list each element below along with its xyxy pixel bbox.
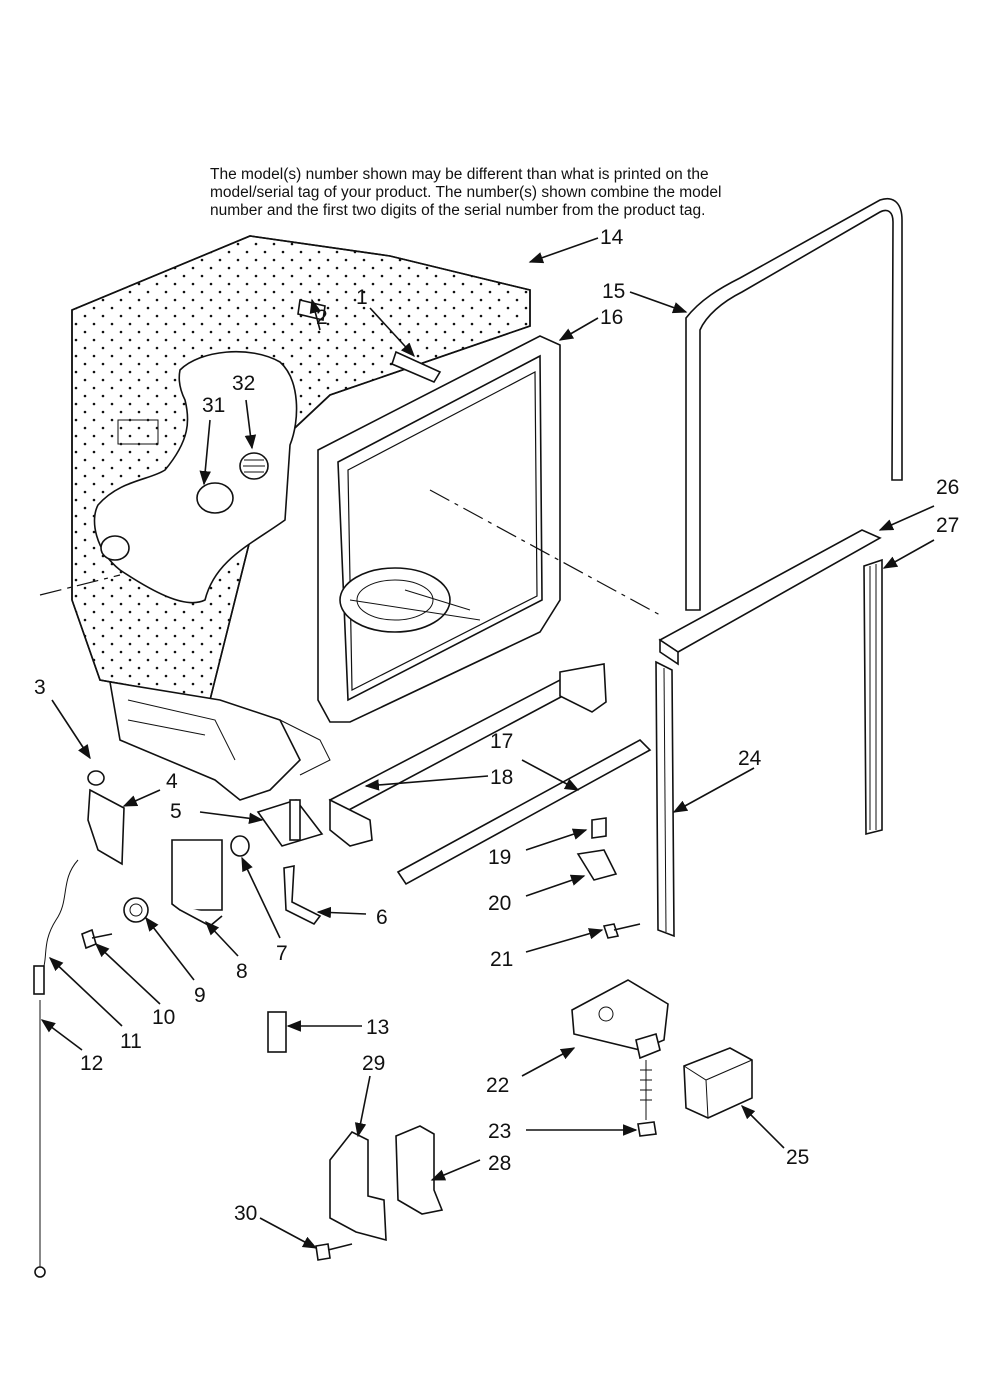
- part-7-nut: [230, 835, 250, 857]
- part-17-strip: [396, 739, 652, 886]
- callout-27: 27: [936, 514, 959, 537]
- callout-23: 23: [488, 1120, 511, 1143]
- callout-14: 14: [600, 226, 624, 249]
- part-28-bracket: [395, 1125, 444, 1215]
- callout-5: 5: [170, 800, 182, 823]
- callout-12: 12: [80, 1052, 103, 1075]
- part-30-screw: [315, 1243, 353, 1261]
- callout-15: 15: [602, 280, 625, 303]
- part-4-bracket: [87, 788, 125, 866]
- part-21-screw: [602, 923, 641, 939]
- part-8-plate: [171, 839, 223, 911]
- callout-4: 4: [166, 770, 178, 793]
- callout-32: 32: [232, 372, 255, 395]
- notice-line-1: The model(s) number shown may be differe…: [210, 166, 709, 183]
- callout-9: 9: [194, 984, 206, 1007]
- callout-3: 3: [34, 676, 46, 699]
- part-13-pad: [267, 1011, 287, 1053]
- callout-28: 28: [488, 1152, 511, 1175]
- callout-leaders: [40, 237, 935, 1249]
- model-number-notice: The model(s) number shown may be differe…: [210, 166, 810, 220]
- callout-13: 13: [366, 1016, 389, 1039]
- callout-6: 6: [376, 906, 388, 929]
- part-23-screw: [640, 1060, 652, 1120]
- callout-19: 19: [488, 846, 511, 869]
- callout-22: 22: [486, 1074, 509, 1097]
- part-20-clip: [576, 849, 618, 881]
- tub-assembly: [39, 235, 661, 801]
- notice-line-2: model/serial tag of your product. The nu…: [210, 184, 722, 201]
- callout-17: 17: [490, 730, 513, 753]
- callout-29: 29: [362, 1052, 385, 1075]
- part-6-clip: [283, 865, 322, 926]
- callout-8: 8: [236, 960, 248, 983]
- part-22-bracket: [571, 979, 669, 1051]
- callout-30: 30: [234, 1202, 257, 1225]
- door-gasket-part-15: [685, 198, 903, 611]
- callout-26: 26: [936, 476, 959, 499]
- notice-line-3: number and the first two digits of the s…: [210, 202, 706, 219]
- callout-18: 18: [490, 766, 513, 789]
- part-25-cover: [683, 1047, 753, 1119]
- part-12-connector: [33, 965, 45, 995]
- part-19-cap: [591, 817, 607, 839]
- callout-11: 11: [120, 1030, 142, 1053]
- callout-21: 21: [490, 948, 513, 971]
- part-27-strip: [863, 558, 883, 836]
- part-9-foot: [123, 897, 149, 923]
- callout-numbers: 1 2 3 4 5 6 7 8 9 10 11 12 13 14 15 16 1…: [34, 226, 959, 1225]
- part-31-plug-shape: [196, 482, 234, 514]
- callout-25: 25: [786, 1146, 809, 1169]
- part-3-plug: [87, 770, 105, 786]
- callout-10: 10: [152, 1006, 175, 1029]
- callout-31: 31: [202, 394, 225, 417]
- callout-2: 2: [316, 306, 328, 329]
- part-29-bracket: [329, 1130, 387, 1242]
- callout-7: 7: [276, 942, 288, 965]
- callout-24: 24: [738, 747, 762, 770]
- callout-1: 1: [356, 286, 368, 309]
- part-11-cord: [39, 859, 79, 976]
- callout-20: 20: [488, 892, 511, 915]
- callout-16: 16: [600, 306, 623, 329]
